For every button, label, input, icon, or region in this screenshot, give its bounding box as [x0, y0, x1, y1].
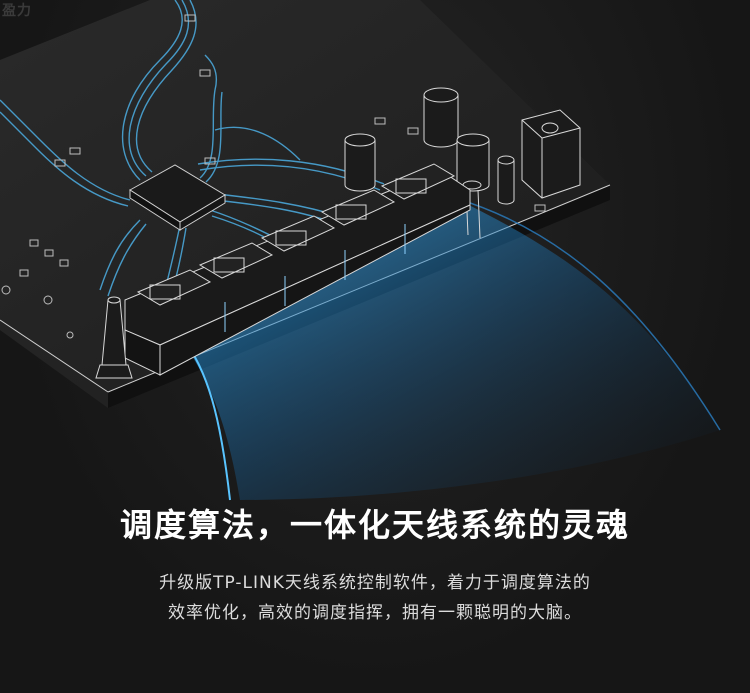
standoff-post — [95, 296, 133, 379]
ethernet-port-icon — [198, 242, 274, 279]
capacitor-icon — [344, 87, 515, 205]
ethernet-port-icon — [320, 189, 396, 226]
ethernet-port-icon — [260, 215, 336, 252]
description: 升级版TP-LINK天线系统控制软件，着力于调度算法的 效率优化，高效的调度指挥… — [0, 568, 750, 628]
ethernet-port-icon — [136, 269, 212, 306]
smd-components — [1, 14, 546, 374]
ethernet-port-row — [124, 163, 471, 376]
headline: 调度算法，一体化天线系统的灵魂 — [119, 506, 630, 544]
description-line-2: 效率优化，高效的调度指挥，拥有一颗聪明的大脑。 — [168, 603, 582, 623]
description-line-1: 升级版TP-LINK天线系统控制软件，着力于调度算法的 — [159, 573, 591, 593]
power-jack-icon — [521, 109, 581, 199]
ethernet-port-icon — [380, 163, 456, 200]
watermark-logo: 盈力 — [2, 3, 32, 19]
chip-icon — [129, 164, 226, 231]
